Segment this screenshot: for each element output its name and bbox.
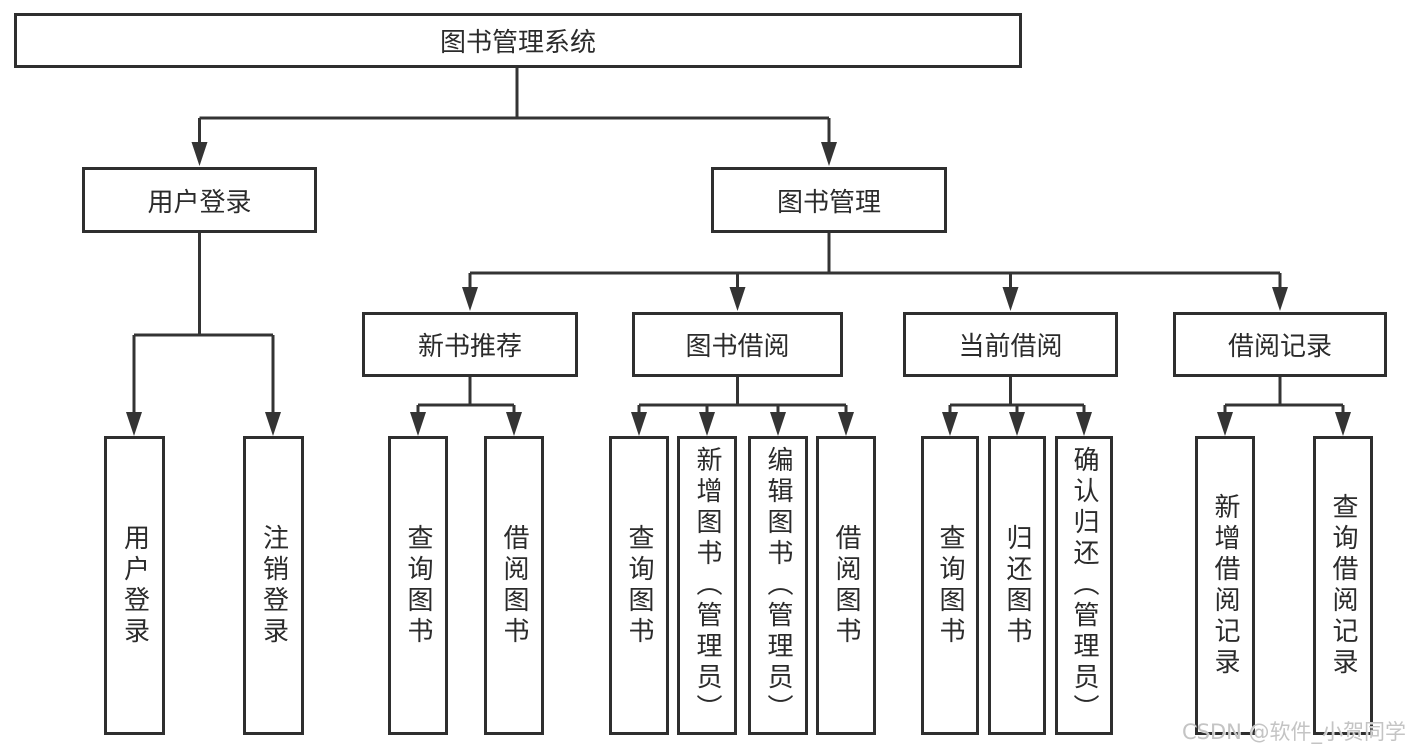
node-label: 图书管理 (776, 187, 881, 218)
arrow-to-leaf-recommend-borrow (506, 412, 522, 436)
arrow-to-book-borrow (729, 287, 746, 311)
node-label: 图书管理系统 (439, 28, 596, 58)
connector-borrow-record-to-leaves (1223, 377, 1345, 424)
leaf-record-query: 查询借阅记录 (1313, 436, 1373, 735)
arrow-to-leaf-borrow-borrow (838, 412, 854, 436)
node-label: 借阅图书 (831, 523, 861, 648)
csdn-watermark: CSDN @软件_小贺同学 (1182, 720, 1405, 744)
leaf-recommend-query-book: 查询图书 (388, 436, 448, 735)
leaf-borrow-edit-book-admin: 编辑图书（管理员） (748, 436, 808, 735)
arrow-to-user-login (191, 142, 208, 166)
node-label: 借阅图书 (499, 523, 529, 648)
arrow-to-current-borrow (1002, 287, 1019, 311)
arrow-to-leaf-borrow-query (631, 412, 647, 436)
node-label: 确认归还（管理员） (1069, 446, 1099, 725)
arrow-to-leaf-logout (265, 412, 281, 436)
leaf-logout-login: 注销登录 (243, 436, 304, 735)
node-label: 查询借阅记录 (1328, 492, 1358, 679)
connector-book-management-to-level3 (468, 233, 1282, 299)
connector-new-book-recommend-to-leaves (416, 377, 516, 424)
arrow-to-leaf-user-login (126, 412, 142, 436)
connector-book-borrow-to-leaves (637, 377, 848, 424)
arrow-to-borrow-record (1272, 287, 1288, 311)
node-new-book-recommend: 新书推荐 (362, 312, 578, 377)
node-book-borrow: 图书借阅 (632, 312, 843, 377)
node-library-management-system: 图书管理系统 (14, 13, 1022, 68)
leaf-current-query-book: 查询图书 (921, 436, 979, 735)
node-label: 借阅记录 (1227, 332, 1332, 362)
node-label: 新增借阅记录 (1210, 492, 1240, 679)
node-book-management: 图书管理 (711, 167, 947, 233)
node-label: 查询图书 (935, 523, 965, 648)
arrow-to-leaf-record-query (1335, 412, 1351, 436)
leaf-recommend-borrow-book: 借阅图书 (484, 436, 544, 735)
node-label: 当前借阅 (958, 332, 1063, 362)
arrow-to-leaf-borrow-add (699, 412, 715, 436)
arrow-to-leaf-current-query (942, 412, 958, 436)
node-label: 用户登录 (147, 187, 252, 218)
arrow-to-book-management (821, 142, 837, 166)
node-label: 新书推荐 (417, 332, 522, 362)
arrow-to-leaf-current-return (1009, 412, 1025, 436)
arrow-to-new-book-recommend (462, 287, 478, 311)
leaf-record-add: 新增借阅记录 (1195, 436, 1255, 735)
leaf-borrow-query-book: 查询图书 (609, 436, 669, 735)
node-label: 新增图书（管理员） (692, 446, 722, 725)
connector-user-login-to-leaves (132, 233, 275, 424)
arrow-to-leaf-borrow-edit (770, 412, 786, 436)
arrow-to-leaf-recommend-query (410, 412, 426, 436)
node-borrow-record: 借阅记录 (1173, 312, 1387, 377)
node-label: 编辑图书（管理员） (763, 446, 793, 725)
leaf-borrow-borrow-book: 借阅图书 (816, 436, 876, 735)
leaf-current-return-book: 归还图书 (988, 436, 1046, 735)
node-label: 图书借阅 (685, 332, 790, 362)
node-label: 用户登录 (119, 523, 150, 648)
node-current-borrow: 当前借阅 (903, 312, 1118, 377)
connector-root-to-level2 (198, 68, 831, 154)
arrow-to-leaf-current-confirm (1076, 412, 1092, 436)
leaf-user-login: 用户登录 (104, 436, 165, 735)
node-label: 注销登录 (258, 523, 289, 648)
node-label: 查询图书 (403, 523, 433, 648)
arrow-to-leaf-record-add (1217, 412, 1233, 436)
node-user-login: 用户登录 (82, 167, 317, 233)
leaf-borrow-add-book-admin: 新增图书（管理员） (677, 436, 737, 735)
node-label: 归还图书 (1002, 523, 1032, 648)
leaf-current-confirm-return-admin: 确认归还（管理员） (1055, 436, 1113, 735)
node-label: 查询图书 (624, 523, 654, 648)
